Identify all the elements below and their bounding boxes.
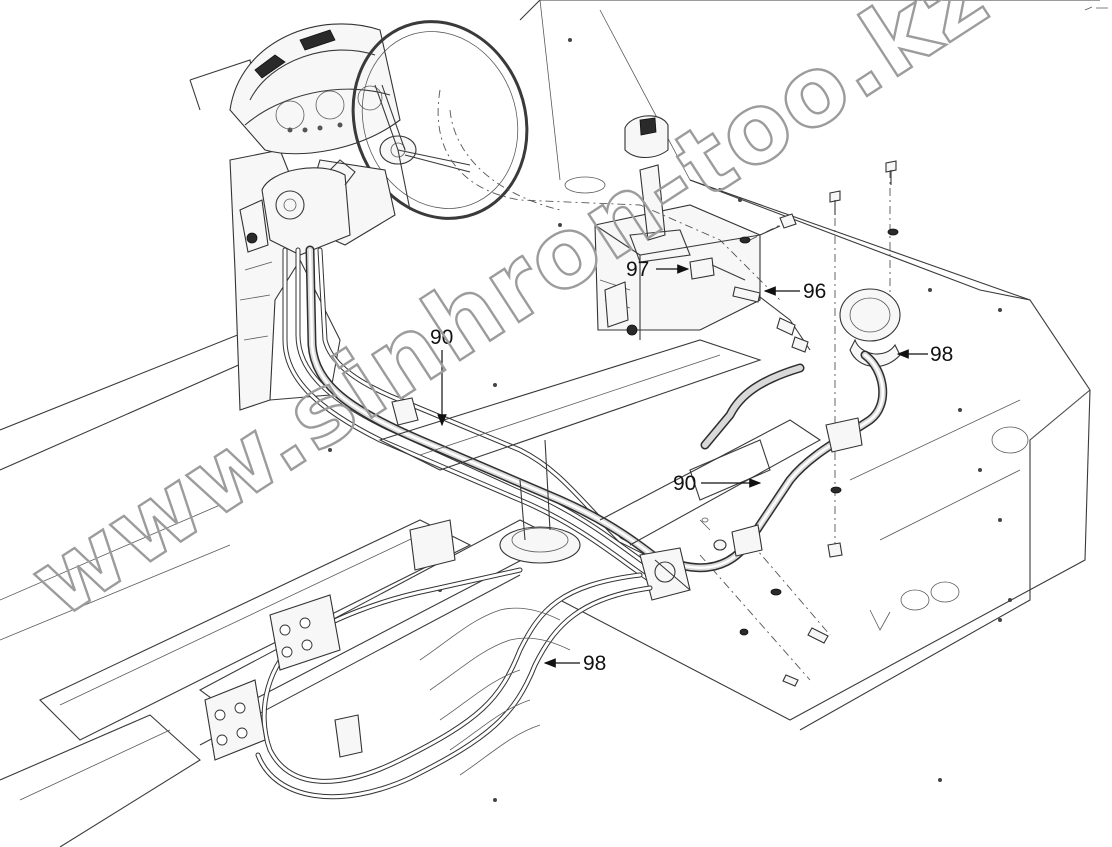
callout-label-90-top: 90	[430, 326, 453, 349]
callout-90-top: 90	[430, 326, 453, 427]
callout-label-90-mid: 90	[673, 472, 696, 495]
hose-fitting-block	[639, 547, 691, 601]
callout-98-top: 98	[896, 343, 953, 366]
callout-label-98-top: 98	[930, 343, 953, 366]
hose-98-loop	[255, 567, 653, 800]
callout-label-98-bottom: 98	[583, 652, 606, 675]
corner-mark	[1084, 6, 1108, 11]
hose-clamp	[391, 397, 419, 426]
hose-90-left	[305, 245, 670, 570]
fasteners	[699, 160, 899, 687]
cross-member	[378, 339, 822, 546]
hose-clamps-right	[713, 417, 863, 557]
callout-98-bottom: 98	[543, 652, 606, 675]
switch-component-97	[689, 257, 746, 281]
sensor-component-96	[732, 286, 811, 353]
instrument-cluster-icon	[229, 23, 401, 155]
callout-label-96: 96	[803, 280, 826, 303]
hose-90-right	[675, 350, 888, 573]
lower-drive-lines	[204, 439, 581, 776]
callout-label-97: 97	[626, 258, 649, 281]
callout-96: 96	[763, 280, 826, 303]
left-lever-assembly	[239, 159, 356, 256]
callout-90-mid: 90	[673, 472, 762, 495]
callout-97: 97	[626, 258, 690, 281]
